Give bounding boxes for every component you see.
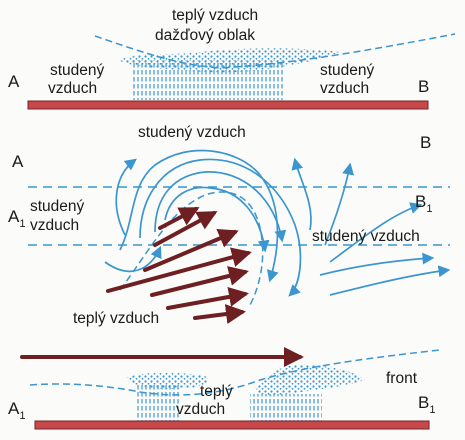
warm-air-arrow <box>106 247 252 293</box>
label-warm-air-bottom-1: teplý <box>200 383 233 400</box>
label-section-a1: A1 <box>8 207 26 231</box>
front-outline <box>119 191 264 306</box>
ground-bar-a1b1 <box>34 420 430 430</box>
label-bottom-b1: B1 <box>418 393 436 417</box>
ground-bar-ab <box>27 100 429 110</box>
cloud-right <box>255 364 365 396</box>
warm-air-arrow <box>166 287 249 310</box>
label-warm-air-bottom-2: vzduch <box>176 401 226 418</box>
label-cold-air-top-right-2: vzduch <box>320 80 370 97</box>
cold-air-arrow <box>319 252 435 276</box>
warm-air-arrow <box>153 211 218 247</box>
panel-middle-plan-view <box>28 149 451 324</box>
cold-air-arrow <box>291 157 312 231</box>
label-section-a: A <box>12 152 24 171</box>
cold-air-arrow <box>115 158 137 236</box>
warm-air-arrow <box>158 207 200 230</box>
label-section-b1: B1 <box>415 192 433 216</box>
label-cold-air-middle-top: studený vzduch <box>138 124 246 141</box>
label-cold-air-top-left-2: vzduch <box>48 80 98 97</box>
warm-air-arrow <box>150 266 249 297</box>
cold-air-arrow <box>329 202 423 263</box>
label-cold-air-middle-right: studený vzduch <box>312 228 420 245</box>
cold-air-arrow <box>324 162 354 246</box>
cold-air-arrow <box>164 186 270 253</box>
rain-area <box>133 60 285 100</box>
label-cold-air-middle-left-2: vzduch <box>30 217 80 234</box>
cold-air-arrow <box>329 265 451 296</box>
label-warm-air-middle: teplý vzduch <box>73 310 160 327</box>
label-warm-air-top: teplý vzduch <box>172 7 259 24</box>
label-section-b: B <box>420 133 432 152</box>
cloud-left <box>125 372 209 389</box>
label-front: front <box>386 370 418 387</box>
panel-bottom-cross-section <box>20 347 441 430</box>
label-cold-air-top-left-1: studený <box>50 62 105 79</box>
label-cold-air-top-right-1: studený <box>320 62 375 79</box>
warm-air-arrow <box>193 304 246 324</box>
warm-air-arrow <box>143 229 239 272</box>
cold-air-arrow <box>154 171 287 243</box>
rain-right <box>250 394 322 421</box>
label-rain-cloud: dažďový oblak <box>155 27 256 44</box>
label-cold-air-middle-left-1: studený <box>30 198 85 215</box>
panel-top-cross-section <box>27 33 456 110</box>
rain-left <box>135 385 180 421</box>
label-bottom-a1: A1 <box>8 399 26 423</box>
label-point-a: A <box>8 72 20 91</box>
cold-air-arrow <box>139 158 302 297</box>
cold-air-arrow <box>104 245 162 273</box>
label-point-b: B <box>418 77 430 96</box>
